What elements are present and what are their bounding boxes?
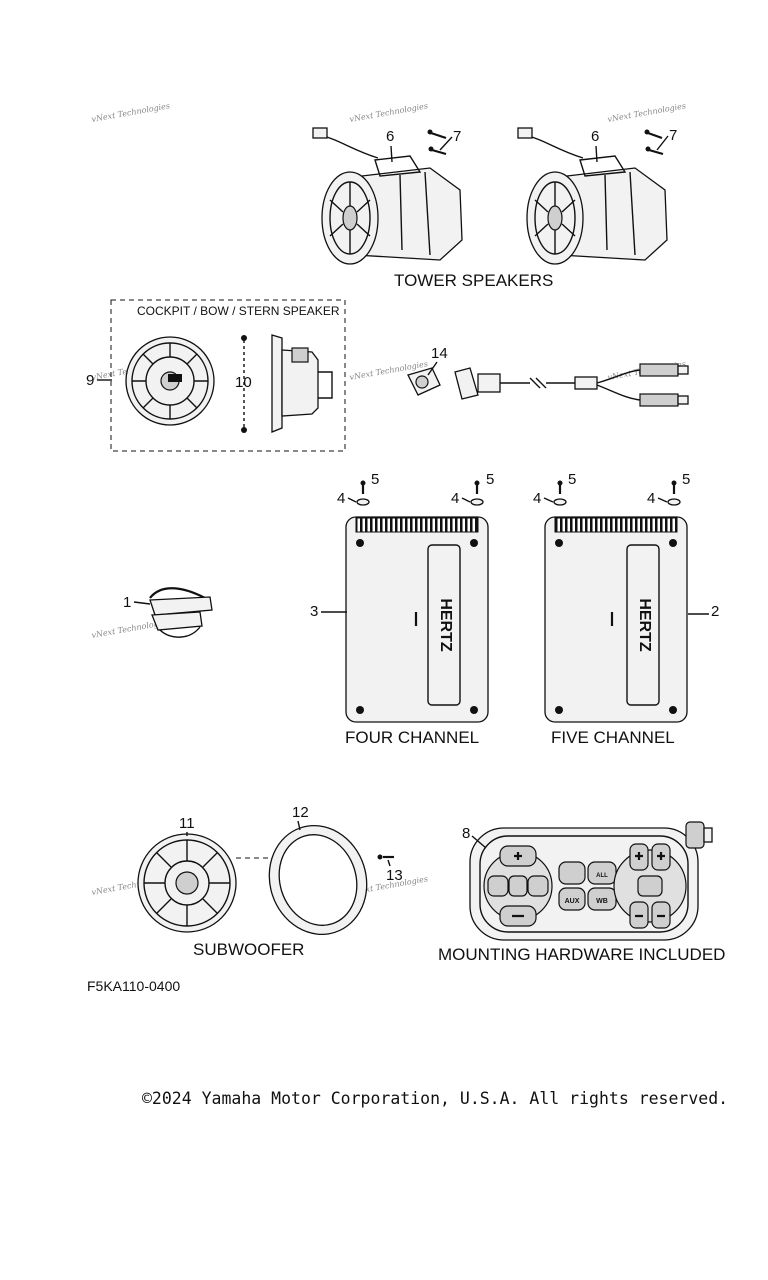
amplifier-five-channel: HERTZ	[544, 516, 688, 723]
copyright-notice: ©2024 Yamaha Motor Corporation, U.S.A. A…	[142, 1089, 729, 1108]
caption-five-channel: FIVE CHANNEL	[551, 728, 675, 747]
bolt-pair-left	[427, 129, 447, 156]
tower-speaker-right	[517, 127, 668, 265]
cockpit-speaker-box	[110, 299, 346, 452]
caption-subwoofer: SUBWOOFER	[193, 940, 304, 959]
rca-harness	[407, 363, 689, 407]
callout-7-left: 7	[453, 128, 461, 145]
callout-4-a: 4	[337, 490, 345, 507]
hardware-4-5-d	[667, 480, 681, 506]
tower-speaker-left	[312, 127, 463, 265]
bolt-pair-right	[644, 129, 664, 156]
callout-5-d: 5	[682, 471, 690, 488]
subwoofer-ring	[268, 824, 368, 936]
brand-label-five: HERTZ	[636, 598, 653, 652]
callout-6-left: 6	[386, 128, 394, 145]
hardware-4-5-a	[356, 480, 370, 506]
callout-14: 14	[431, 345, 448, 362]
callout-1: 1	[123, 594, 131, 611]
subwoofer-grille	[137, 833, 237, 933]
callout-5-a: 5	[371, 471, 379, 488]
callout-13: 13	[386, 867, 403, 884]
caption-four-channel: FOUR CHANNEL	[345, 728, 479, 747]
remote-aux-label: AUX	[565, 898, 580, 905]
callout-4-c: 4	[533, 490, 541, 507]
caption-mounting-hardware: MOUNTING HARDWARE INCLUDED	[438, 945, 725, 964]
callout-10: 10	[235, 374, 252, 391]
caption-cockpit-box: COCKPIT / BOW / STERN SPEAKER	[137, 304, 340, 318]
subwoofer-screw	[377, 854, 394, 860]
hardware-4-5-c	[553, 480, 567, 506]
remote-wb-label: WB	[596, 898, 608, 905]
remote-mode-label: ALL	[596, 873, 608, 879]
callout-4-d: 4	[647, 490, 655, 507]
callout-7-right: 7	[669, 127, 677, 144]
cockpit-speaker-side	[271, 334, 333, 433]
callout-2: 2	[711, 603, 719, 620]
callout-5-b: 5	[486, 471, 494, 488]
watermark-1: vNext Technologies	[91, 101, 171, 124]
brand-label-four: HERTZ	[437, 598, 454, 652]
callout-4-b: 4	[451, 490, 459, 507]
callout-5-c: 5	[568, 471, 576, 488]
watermark-2: vNext Technologies	[349, 101, 429, 124]
mounting-screws	[241, 335, 247, 433]
amplifier-four-channel: HERTZ	[345, 516, 489, 723]
wire-clip	[149, 587, 213, 638]
cockpit-speaker-front	[125, 336, 215, 426]
caption-tower-speakers: TOWER SPEAKERS	[394, 271, 553, 290]
bluetooth-remote: AUX WB ALL	[469, 821, 713, 941]
callout-8: 8	[462, 825, 470, 842]
hardware-4-5-b	[470, 480, 484, 506]
callout-11: 11	[179, 815, 195, 832]
callout-9: 9	[86, 372, 94, 389]
callout-12: 12	[292, 804, 309, 821]
callout-6-right: 6	[591, 128, 599, 145]
watermark-3: vNext Technologies	[607, 101, 687, 124]
callout-3: 3	[310, 603, 318, 620]
reference-code: F5KA110-0400	[87, 978, 180, 994]
